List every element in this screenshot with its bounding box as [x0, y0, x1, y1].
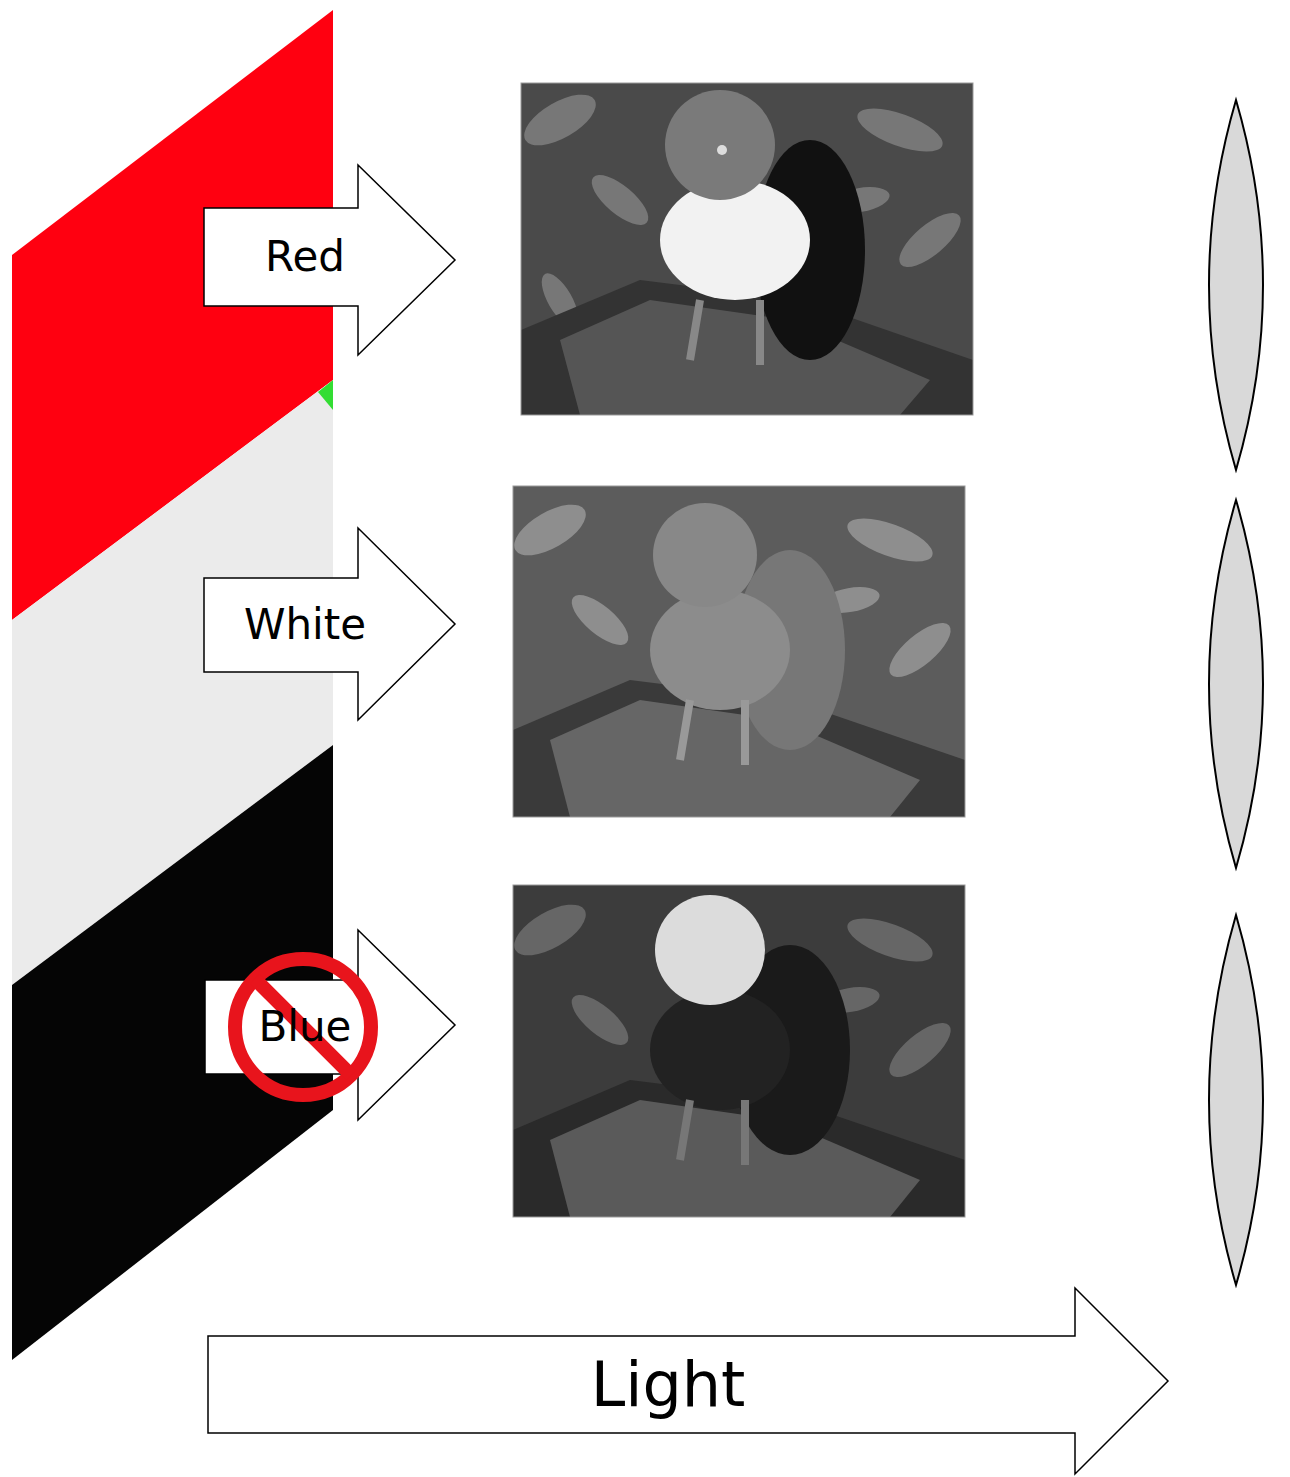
- arrow-polygon: [205, 930, 455, 1120]
- arrow-shape: Red: [204, 165, 455, 355]
- arrow-polygon: [204, 528, 455, 720]
- arrow-polygon: [204, 165, 455, 355]
- prohibition-bar: [255, 979, 351, 1075]
- arrow-label: Red: [265, 236, 345, 278]
- lens: [1209, 915, 1263, 1285]
- arrow-label: White: [244, 604, 366, 646]
- arrow-label: Blue: [259, 1006, 352, 1048]
- arrow-shape: White: [204, 528, 455, 720]
- bird-photo: [513, 486, 965, 817]
- arrow-polygon: [208, 1288, 1168, 1474]
- arrow-shape: Blue: [205, 930, 455, 1120]
- lens: [1209, 100, 1263, 470]
- arrow-shape: Light: [208, 1288, 1168, 1474]
- green-edge: [318, 380, 333, 410]
- bird-photo: [513, 885, 965, 1217]
- lens: [1209, 500, 1263, 868]
- prohibition-sign: [235, 959, 371, 1095]
- bird-photo: [521, 83, 973, 415]
- arrow-label: Light: [591, 1354, 746, 1416]
